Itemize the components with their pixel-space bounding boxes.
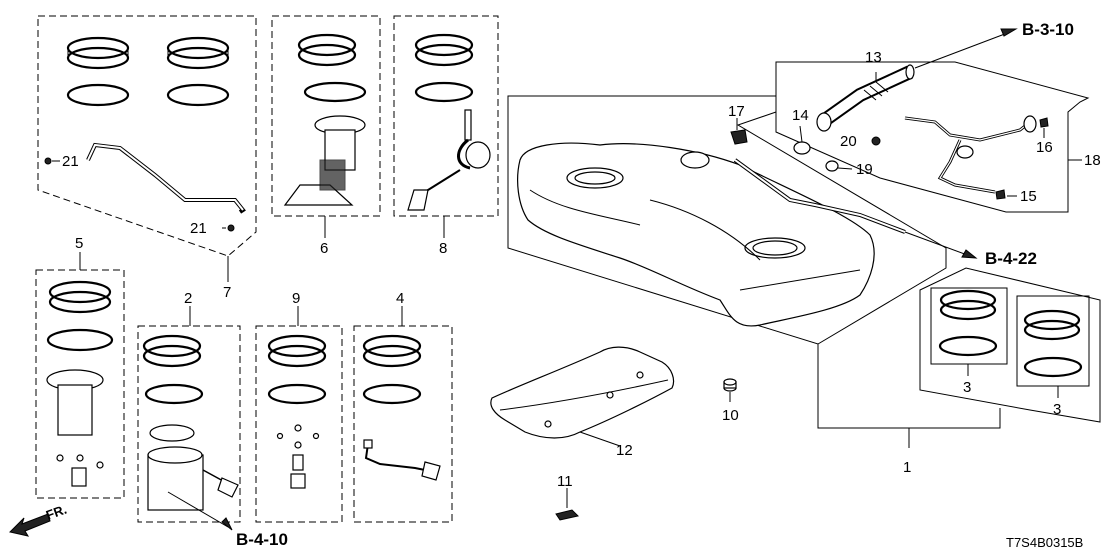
- ref-b-4-22: B-4-22: [985, 249, 1037, 268]
- clip-icon: [227, 224, 235, 232]
- o-ring-icon: [1023, 356, 1083, 378]
- ref-b-4-10: B-4-10: [236, 530, 288, 549]
- lock-ring-icon: [166, 36, 230, 70]
- callout-14: 14: [792, 107, 809, 124]
- group-9-box: 9: [255, 290, 343, 523]
- callout-6: 6: [320, 240, 328, 257]
- callout-13: 13: [865, 49, 882, 66]
- callout-7: 7: [223, 284, 231, 301]
- lock-ring-icon: [1023, 309, 1081, 341]
- breather-hose-icon: [904, 115, 1037, 194]
- callout-1: 1: [903, 459, 911, 476]
- group-7-box: 21 21 7: [37, 15, 257, 301]
- filter-parts-icon: [276, 424, 320, 489]
- callout-18: 18: [1084, 152, 1101, 169]
- tank-protector-icon: [490, 346, 675, 439]
- lock-ring-icon: [267, 334, 327, 368]
- fuel-sender-icon: [283, 115, 366, 206]
- group-8-box: 8: [393, 15, 499, 257]
- lock-ring-icon: [66, 36, 130, 70]
- callout-11: 11: [557, 473, 573, 490]
- callout-21b: 21: [190, 220, 207, 237]
- callout-3a: 3: [963, 379, 971, 396]
- fuel-pipe-icon: [86, 142, 246, 214]
- lock-ring-icon: [362, 334, 422, 368]
- lock-ring-icon: [142, 334, 202, 368]
- callout-5: 5: [75, 235, 83, 252]
- group-4-box: 4: [353, 290, 453, 523]
- callout-2: 2: [184, 290, 192, 307]
- arrow-icon: [1000, 28, 1018, 37]
- group-5-box: 5: [35, 235, 125, 499]
- cap-10-icon: [723, 378, 737, 392]
- callout-12: 12: [616, 442, 633, 459]
- clip-20-icon: [871, 136, 881, 146]
- fuel-tank-icon: [517, 142, 906, 327]
- arrow-icon: [221, 517, 233, 531]
- callout-21a: 21: [62, 153, 79, 170]
- callout-15: 15: [1020, 188, 1037, 205]
- callout-16: 16: [1036, 139, 1053, 156]
- group-2-box: 2: [137, 290, 241, 531]
- arrow-icon: [961, 249, 978, 259]
- front-arrow-icon: [9, 513, 51, 537]
- clip-11-icon: [555, 509, 579, 521]
- callout-9: 9: [292, 290, 300, 307]
- lock-ring-icon: [297, 33, 357, 67]
- o-ring-icon: [303, 81, 367, 103]
- lock-ring-icon: [48, 280, 112, 314]
- o-ring-icon: [414, 81, 474, 103]
- front-label: FR.: [44, 502, 69, 523]
- clip-15-icon: [995, 189, 1006, 200]
- o-ring-icon: [46, 328, 114, 352]
- diagram-code: T7S4B0315B: [1006, 535, 1083, 550]
- sensor-harness-icon: [363, 439, 441, 481]
- lock-ring-icon: [414, 33, 474, 67]
- lock-ring-icon: [939, 289, 997, 321]
- grommet-19-icon: [825, 160, 839, 172]
- callout-10: 10: [722, 407, 739, 424]
- callout-20: 20: [840, 133, 857, 150]
- fuel-pump-module-icon: [147, 424, 239, 511]
- callout-4: 4: [396, 290, 404, 307]
- callout-3b: 3: [1053, 401, 1061, 418]
- group-3-box: 3 3: [919, 267, 1101, 423]
- level-sensor-icon: [407, 109, 491, 211]
- o-ring-icon: [362, 383, 422, 405]
- o-ring-icon: [166, 83, 230, 107]
- clip-17-icon: [730, 118, 748, 145]
- callout-17: 17: [728, 103, 745, 120]
- callout-8: 8: [439, 240, 447, 257]
- group-6-box: 6: [271, 15, 381, 257]
- o-ring-icon: [66, 83, 130, 107]
- ref-b-3-10: B-3-10: [1022, 20, 1074, 39]
- clip-16-icon: [1039, 117, 1049, 128]
- filler-neck-box: 18: [775, 61, 1101, 213]
- o-ring-icon: [267, 383, 327, 405]
- filler-pipe-icon: [816, 64, 915, 132]
- clip-icon: [44, 157, 52, 165]
- o-ring-icon: [938, 335, 998, 357]
- fuel-pump-icon: [46, 369, 104, 487]
- callout-19: 19: [856, 161, 873, 178]
- clamp-14-icon: [793, 141, 811, 155]
- o-ring-icon: [144, 383, 204, 405]
